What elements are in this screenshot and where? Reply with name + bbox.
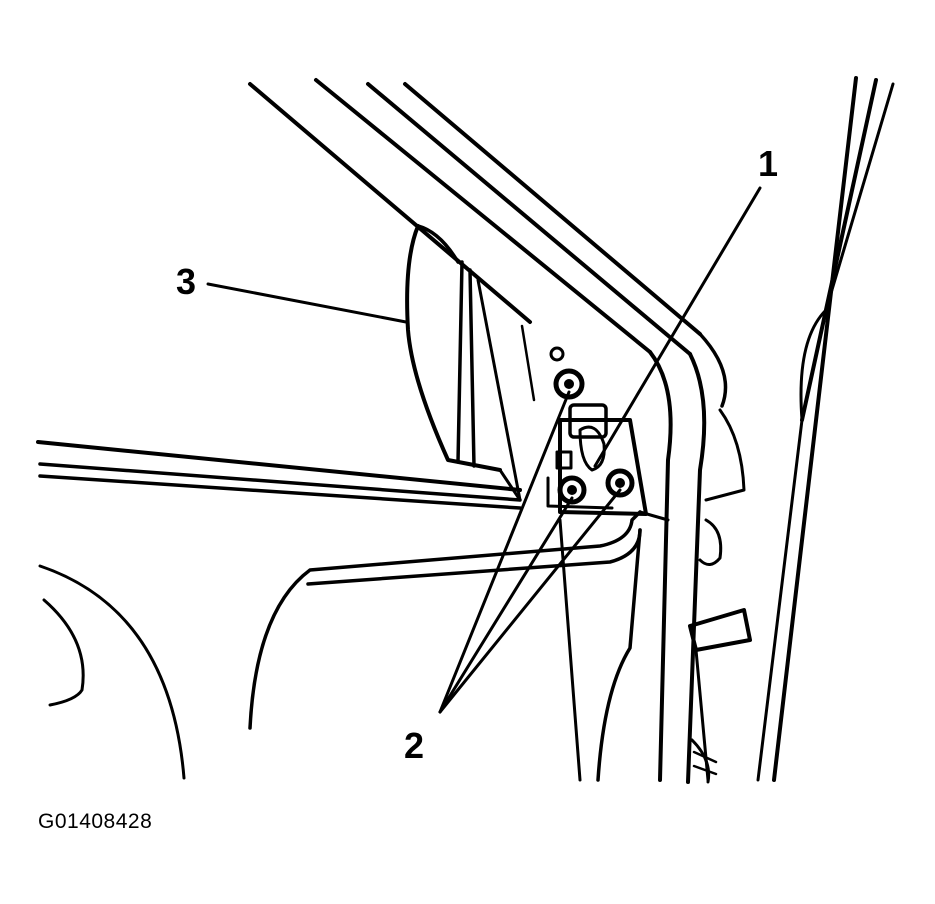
figure-code: G01408428 — [38, 810, 153, 833]
leader-lines — [206, 186, 762, 714]
callout-3-label: 3 — [176, 261, 197, 302]
window-beltline — [36, 440, 522, 510]
lower-left-nut — [557, 475, 587, 505]
callout-1-label: 1 — [758, 143, 779, 184]
leader-line-3 — [206, 282, 408, 324]
leader-line-2a — [438, 390, 571, 714]
callout-2-label: 2 — [404, 725, 425, 766]
leader-line-1 — [593, 186, 762, 468]
lower-right-nut — [605, 468, 635, 498]
windshield-pillar-lines — [248, 78, 702, 356]
door-frame-edge — [648, 332, 728, 784]
mounting-nuts — [553, 368, 635, 505]
mirror-glass — [405, 224, 536, 502]
b-pillar-lines — [688, 76, 895, 784]
mirror-mount-bracket — [546, 346, 648, 516]
leader-line-2b — [438, 496, 574, 714]
door-trim-panel — [38, 510, 670, 782]
upper-nut — [553, 368, 585, 400]
leader-line-2c — [438, 488, 622, 714]
